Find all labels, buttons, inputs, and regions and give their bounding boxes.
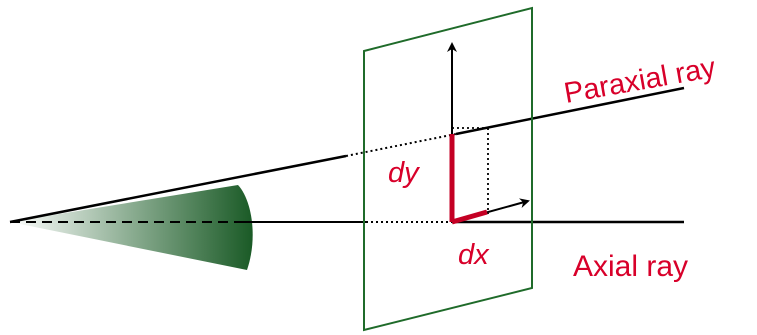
axial-ray-label: Axial ray <box>573 250 688 283</box>
paraxial-ray-segment-right <box>455 86 685 136</box>
paraxial-ray-segment-left <box>9 154 347 224</box>
beam-cone <box>10 185 253 270</box>
paraxial-ray-label: Paraxial ray <box>562 52 719 110</box>
dx-displacement <box>451 209 488 225</box>
dx-label: dx <box>458 239 490 271</box>
dy-label: dy <box>388 157 420 189</box>
transverse-plane <box>363 6 533 332</box>
paraxial-ray-dotted-segment <box>345 133 457 157</box>
